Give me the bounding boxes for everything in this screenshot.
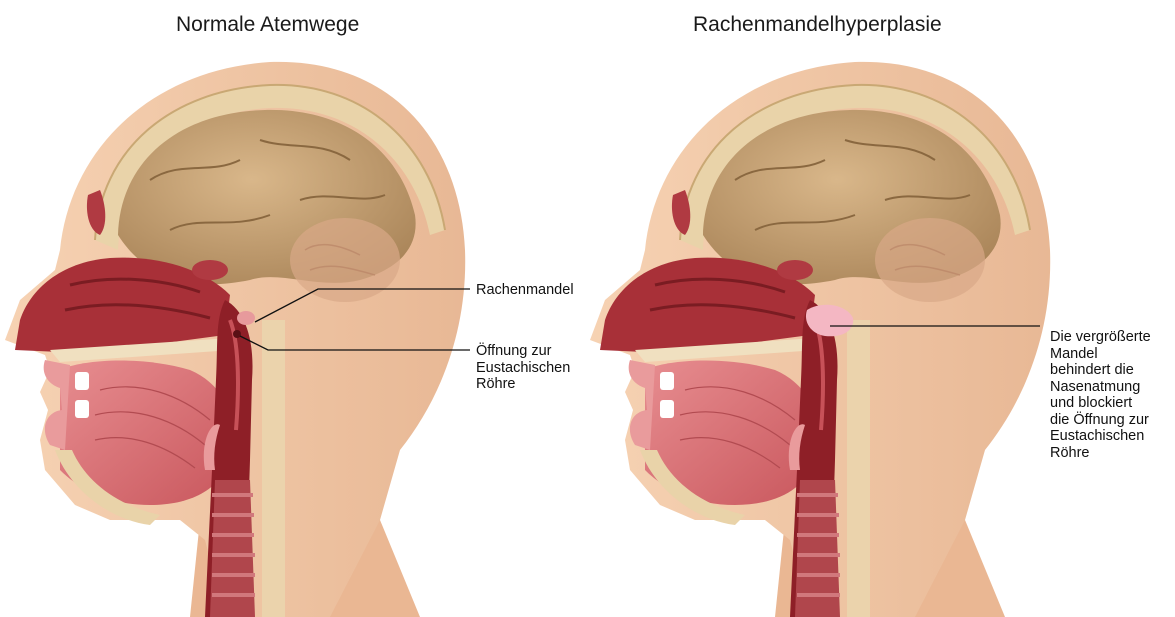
normal-adenoid xyxy=(237,311,255,325)
hyperplasia-label-line-6: die Öffnung zur xyxy=(1050,412,1151,429)
eustachian-label-line-1: Öffnung zur xyxy=(476,343,570,360)
hyperplasia-label-line-3: behindert die xyxy=(1050,362,1151,379)
adenoid-label: Rachenmandel xyxy=(476,282,574,299)
eustachian-opening xyxy=(233,330,241,338)
hyperplasia-label-line-4: Nasenatmung xyxy=(1050,379,1151,396)
hyperplasia-label-line-2: Mandel xyxy=(1050,346,1151,363)
hyperplasia-label-line-7: Eustachischen xyxy=(1050,428,1151,445)
hyperplasia-description-label: Die vergrößerte Mandel behindert die Nas… xyxy=(1050,329,1151,461)
hyperplasia-label-line-5: und blockiert xyxy=(1050,395,1151,412)
eustachian-label: Öffnung zur Eustachischen Röhre xyxy=(476,343,570,393)
eustachian-label-line-2: Eustachischen xyxy=(476,360,570,377)
eustachian-label-line-3: Röhre xyxy=(476,376,570,393)
right-panel-title: Rachenmandelhyperplasie xyxy=(693,13,942,37)
left-panel-title: Normale Atemwege xyxy=(176,13,359,37)
hyperplasia-label-line-8: Röhre xyxy=(1050,445,1151,462)
normal-airway-illustration xyxy=(5,62,465,617)
adenoid-hyperplasia-illustration xyxy=(590,62,1050,617)
hyperplasia-label-line-1: Die vergrößerte xyxy=(1050,329,1151,346)
